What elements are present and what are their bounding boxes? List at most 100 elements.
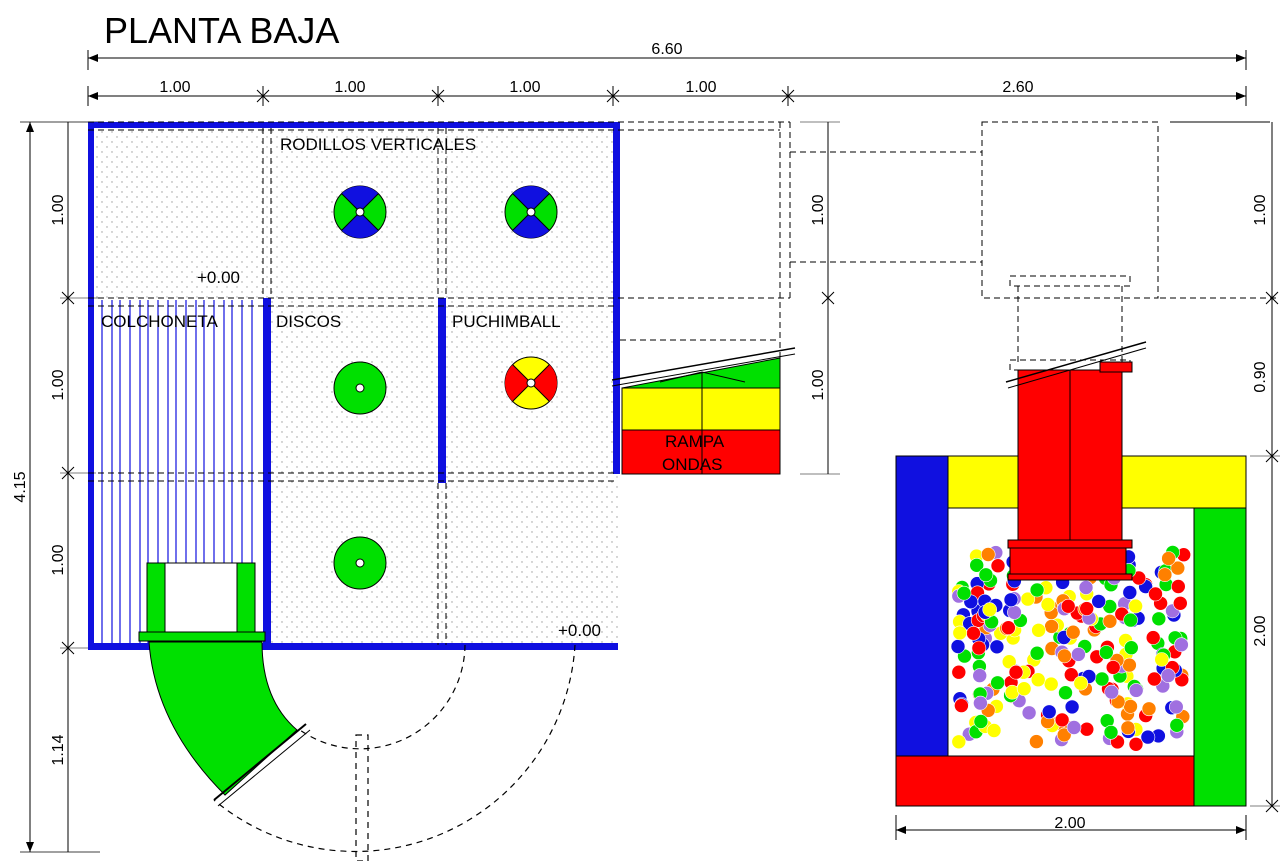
ball <box>1105 660 1121 675</box>
ball <box>1030 672 1046 688</box>
dim-top-seg-2: 1.00 <box>334 79 365 96</box>
dim-top-total: 6.60 <box>651 41 682 58</box>
ball <box>990 675 1005 691</box>
ball <box>1073 675 1089 691</box>
label-puchimball: PUCHIMBALL <box>452 312 561 331</box>
ball <box>966 625 981 641</box>
ball <box>951 664 967 680</box>
ball <box>1044 619 1059 634</box>
ball <box>973 714 989 729</box>
ball <box>1102 613 1118 629</box>
ball <box>954 698 969 713</box>
rampa-ondas: RAMPA ONDAS <box>611 347 796 475</box>
ball <box>1145 630 1161 645</box>
ball-pit-slide <box>1005 341 1147 581</box>
label-level-upper: +0.00 <box>197 268 240 287</box>
ball <box>1003 592 1019 608</box>
slide <box>138 562 311 807</box>
ball <box>978 567 994 583</box>
ball <box>1064 667 1079 683</box>
right-dimension: 1.00 0.90 2.00 <box>1250 122 1280 813</box>
ball <box>1029 582 1045 598</box>
ball <box>1141 701 1157 717</box>
ball-pit <box>895 455 1247 807</box>
ball <box>1064 699 1080 715</box>
dim-top-seg-4: 1.00 <box>685 79 716 96</box>
ball <box>1029 734 1044 749</box>
ball <box>1065 624 1081 640</box>
ball <box>1160 668 1176 683</box>
ball <box>1122 657 1137 673</box>
ball <box>1124 640 1139 656</box>
ball <box>1054 712 1070 728</box>
ball <box>1056 727 1072 743</box>
ball <box>971 640 987 656</box>
dim-left-seg-1: 1.00 <box>50 194 67 225</box>
ball <box>989 639 1005 655</box>
dim-left-total: 4.15 <box>12 471 29 502</box>
ball <box>1104 684 1119 700</box>
label-ondas: ONDAS <box>662 455 722 474</box>
ball <box>1079 721 1095 737</box>
puchimball <box>504 356 558 410</box>
ball <box>1128 598 1143 614</box>
ball <box>956 585 972 601</box>
ball <box>972 668 988 683</box>
ball <box>1043 676 1059 692</box>
ball <box>1008 664 1024 680</box>
ball <box>1066 720 1082 735</box>
label-rampa: RAMPA <box>665 432 725 451</box>
ball <box>1147 671 1162 687</box>
ball <box>1151 611 1167 627</box>
ball <box>1071 647 1086 662</box>
dim-top-seg-1: 1.00 <box>159 79 190 96</box>
ball <box>1060 598 1076 614</box>
ball <box>1170 560 1186 576</box>
ball <box>1099 645 1114 660</box>
ball <box>1057 648 1072 664</box>
ball <box>1029 645 1045 661</box>
rodillo-2 <box>504 185 558 239</box>
ball <box>1007 605 1022 620</box>
ball <box>1128 736 1144 752</box>
ball <box>1171 579 1186 594</box>
ball <box>1079 601 1094 616</box>
ball <box>950 639 966 654</box>
ball <box>980 547 996 562</box>
ball <box>1173 595 1188 611</box>
upper-platform-outline <box>790 121 1280 371</box>
dim-right-2: 0.90 <box>1252 361 1269 392</box>
dim-top-seg-3: 1.00 <box>509 79 540 96</box>
pool-width-dimension: 2.00 <box>895 815 1247 840</box>
ball <box>1174 637 1189 653</box>
ball <box>1169 699 1184 715</box>
ball <box>1103 724 1119 740</box>
ball <box>1148 586 1163 602</box>
ball <box>990 558 1006 574</box>
top-dimension-total: 6.60 <box>87 41 1247 70</box>
disco-1 <box>333 361 387 415</box>
label-level-lower: +0.00 <box>558 621 601 640</box>
top-dimension-segments: 1.00 1.00 1.00 1.00 2.60 <box>87 79 1247 106</box>
ball <box>1021 705 1037 721</box>
ball <box>1091 594 1106 609</box>
ball <box>952 625 968 641</box>
label-rodillos: RODILLOS VERTICALES <box>280 135 476 154</box>
ball <box>1040 597 1056 612</box>
ball <box>969 557 985 573</box>
ball <box>1169 717 1185 733</box>
ball <box>1128 683 1144 698</box>
page-title: PLANTA BAJA <box>104 10 340 51</box>
ball <box>1031 622 1046 638</box>
ball <box>1140 729 1156 745</box>
ball <box>1123 699 1138 714</box>
left-dimension-segments: 1.00 1.00 1.00 1.14 <box>50 122 100 852</box>
ramp-dimension: 1.00 1.00 <box>800 121 840 475</box>
ball <box>973 695 988 711</box>
ball <box>1123 612 1138 628</box>
ball <box>1157 567 1173 583</box>
dim-ramp-2: 1.00 <box>810 369 827 400</box>
ball <box>1041 704 1057 720</box>
disco-2 <box>333 536 387 590</box>
